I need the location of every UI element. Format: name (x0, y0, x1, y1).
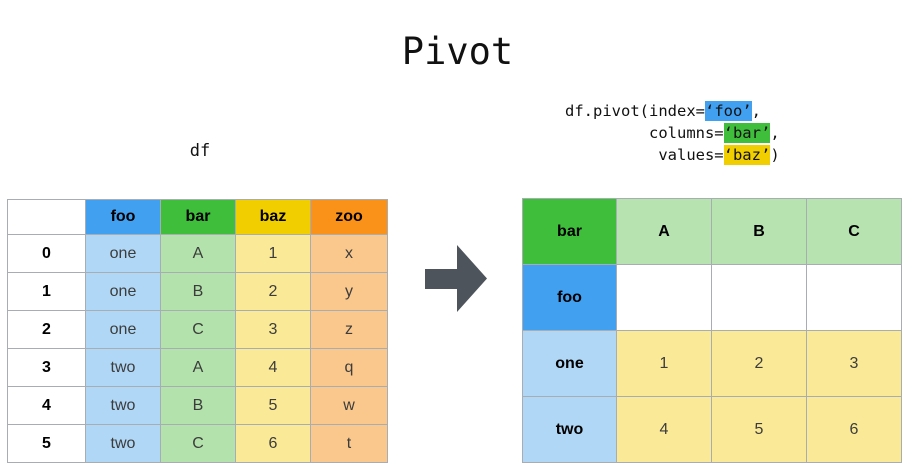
pivot-value-cell: 3 (806, 330, 902, 397)
cell-foo: two (85, 348, 161, 387)
row-index: 2 (7, 310, 86, 349)
cell-bar: B (160, 386, 236, 425)
empty-cell (806, 264, 902, 331)
table-row: 5 two C 6 t (7, 424, 388, 463)
table-row: 2 one C 3 z (7, 310, 388, 349)
pivot-value-cell: 2 (711, 330, 807, 397)
table-row: 1 one B 2 y (7, 272, 388, 311)
cell-zoo: t (310, 424, 388, 463)
code-line-3: values=‘baz’) (565, 144, 780, 166)
cell-foo: one (85, 234, 161, 273)
table-row: 4 two B 5 w (7, 386, 388, 425)
cell-zoo: w (310, 386, 388, 425)
pivot-value-cell: 4 (616, 396, 712, 463)
code-line-2: columns=‘bar’, (565, 122, 780, 144)
table-row: 0 one A 1 x (7, 234, 388, 273)
cell-baz: 4 (235, 348, 311, 387)
page-title: Pivot (401, 30, 514, 73)
table-row: two 4 5 6 (522, 396, 902, 463)
pivot-corner-bar: bar (522, 198, 617, 265)
code-line-1: df.pivot(index=‘foo’, (565, 100, 780, 122)
pivoted-table: bar A B C foo one 1 2 3 two 4 5 6 (522, 198, 902, 463)
pivot-index-header-foo: foo (522, 264, 617, 331)
cell-baz: 1 (235, 234, 311, 273)
cell-zoo: x (310, 234, 388, 273)
code-text: columns= (565, 124, 724, 142)
cell-baz: 3 (235, 310, 311, 349)
cell-baz: 2 (235, 272, 311, 311)
cell-bar: B (160, 272, 236, 311)
cell-foo: two (85, 386, 161, 425)
header-cell-zoo: zoo (310, 199, 388, 235)
pivot-value-cell: 1 (616, 330, 712, 397)
table-row: 3 two A 4 q (7, 348, 388, 387)
cell-bar: C (160, 310, 236, 349)
pivot-row-label: one (522, 330, 617, 397)
code-highlight-bar: ‘bar’ (723, 123, 771, 143)
cell-baz: 6 (235, 424, 311, 463)
source-table: foo bar baz zoo 0 one A 1 x 1 one B 2 y … (7, 199, 388, 463)
header-cell-bar: bar (160, 199, 236, 235)
code-text: values= (565, 146, 724, 164)
cell-bar: C (160, 424, 236, 463)
code-text: df.pivot(index= (565, 102, 705, 120)
cell-zoo: q (310, 348, 388, 387)
empty-cell (711, 264, 807, 331)
row-index: 0 (7, 234, 86, 273)
pivot-header-row: bar A B C (522, 198, 902, 265)
cell-foo: one (85, 310, 161, 349)
code-text: , (751, 102, 761, 120)
row-index: 5 (7, 424, 86, 463)
cell-bar: A (160, 348, 236, 387)
row-index: 3 (7, 348, 86, 387)
pivot-col-header-b: B (711, 198, 807, 265)
pivot-index-row: foo (522, 264, 902, 331)
header-cell-foo: foo (85, 199, 161, 235)
code-text: ) (770, 146, 780, 164)
table-row: one 1 2 3 (522, 330, 902, 397)
cell-foo: one (85, 272, 161, 311)
df-label: df (189, 141, 211, 161)
corner-cell (7, 199, 86, 235)
row-index: 4 (7, 386, 86, 425)
code-highlight-baz: ‘baz’ (723, 145, 771, 165)
code-snippet: df.pivot(index=‘foo’, columns=‘bar’, val… (565, 100, 780, 166)
pivot-value-cell: 6 (806, 396, 902, 463)
pivot-col-header-c: C (806, 198, 902, 265)
cell-zoo: z (310, 310, 388, 349)
pivot-col-header-a: A (616, 198, 712, 265)
cell-foo: two (85, 424, 161, 463)
pivot-row-label: two (522, 396, 617, 463)
cell-baz: 5 (235, 386, 311, 425)
pivot-value-cell: 5 (711, 396, 807, 463)
header-cell-baz: baz (235, 199, 311, 235)
cell-zoo: y (310, 272, 388, 311)
source-header-row: foo bar baz zoo (7, 199, 388, 235)
cell-bar: A (160, 234, 236, 273)
code-text: , (770, 124, 780, 142)
arrow-right-icon (425, 245, 487, 312)
empty-cell (616, 264, 712, 331)
row-index: 1 (7, 272, 86, 311)
code-highlight-foo: ‘foo’ (704, 101, 752, 121)
